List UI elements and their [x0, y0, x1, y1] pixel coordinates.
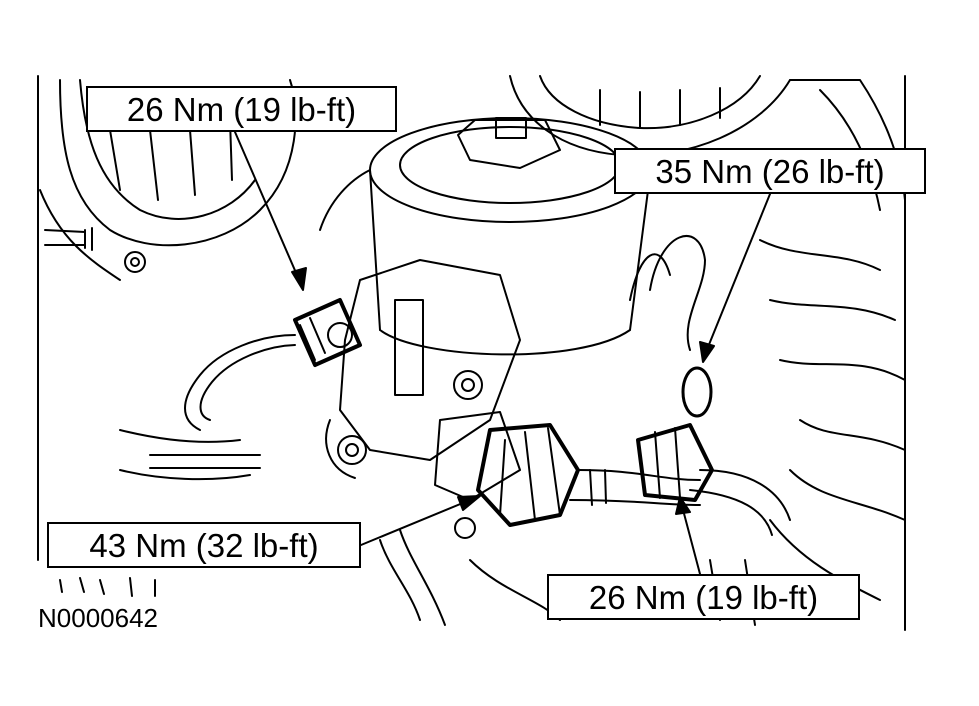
torque-callout-top-right: 35 Nm (26 lb-ft) — [614, 148, 926, 194]
right-fitting-assembly — [629, 235, 791, 536]
fuel-filter-housing — [319, 117, 651, 356]
torque-callout-top-left: 26 Nm (19 lb-ft) — [86, 86, 397, 132]
torque-callout-bottom-left: 43 Nm (32 lb-ft) — [47, 522, 361, 568]
lower-left-parts — [59, 529, 561, 626]
left-fuel-line — [119, 298, 362, 481]
pump-body — [325, 259, 521, 539]
torque-callout-bottom-right: 26 Nm (19 lb-ft) — [547, 574, 860, 620]
figure-id: N0000642 — [38, 603, 158, 633]
center-nut-assembly — [434, 411, 701, 527]
wiring-harness-right — [709, 239, 906, 626]
leader-arrows — [234, 131, 771, 575]
